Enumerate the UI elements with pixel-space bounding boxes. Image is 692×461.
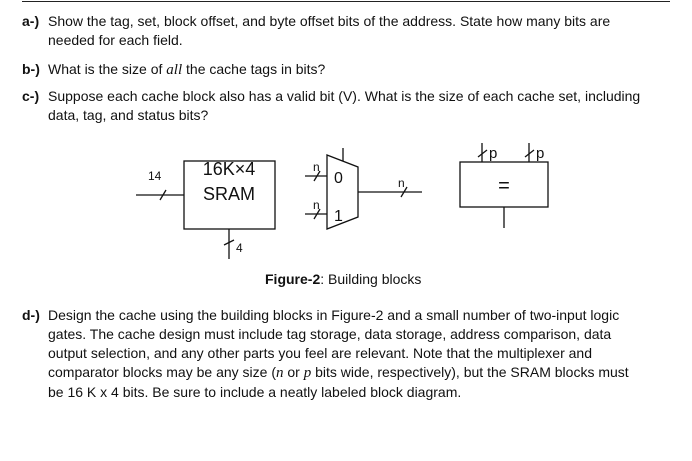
question-d-label: d-): [22, 307, 40, 323]
question-c-line1: Suppose each cache block also has a vali…: [48, 88, 641, 104]
question-d-line4-mid: or: [283, 364, 304, 380]
comparator-symbol: =: [498, 175, 510, 197]
question-c: c-) Suppose each cache block also has a v…: [22, 87, 672, 125]
question-a-label: a-): [22, 13, 40, 29]
mux-in0-slash: [313, 170, 321, 182]
question-d-line4-pre: comparator blocks may be any size (: [48, 364, 276, 380]
mux-in1-width: n: [313, 198, 320, 212]
figure-caption-label: Figure-2: [265, 271, 321, 287]
question-a-line1: Show the tag, set, block offset, and byt…: [48, 13, 611, 29]
question-d-line3: output selection, and any other parts yo…: [48, 345, 592, 361]
question-d-p: p: [303, 365, 312, 381]
question-d-line5: be 16 K x 4 bits. Be sure to include a n…: [48, 384, 462, 400]
question-d-n: n: [275, 365, 284, 381]
question-d-line2: gates. The cache design must include tag…: [48, 326, 612, 342]
mux-out-width: n: [398, 176, 405, 190]
figure-caption-text: : Building blocks: [320, 271, 422, 287]
question-b-pre: What is the size of: [48, 61, 167, 77]
comparator-in-b-width: p: [536, 145, 544, 162]
mux-out-slash: [400, 186, 408, 198]
mux-block: [326, 154, 359, 230]
question-a-line2: needed for each field.: [48, 32, 183, 48]
comparator-in-a-width: p: [489, 145, 497, 162]
question-d: d-) Design the cache using the building b…: [22, 306, 672, 402]
mux-in1-label: 1: [334, 208, 343, 225]
mux-in0-width: n: [313, 160, 320, 174]
question-c-label: c-): [22, 88, 40, 104]
question-d-line4-post: bits wide, respectively), but the SRAM b…: [311, 364, 629, 380]
mux-in0-label: 0: [334, 170, 343, 187]
mux-in1-slash: [313, 208, 321, 220]
comparator-in-b-slash: [524, 149, 535, 158]
question-d-line1: Design the cache using the building bloc…: [48, 307, 620, 323]
question-c-line2: data, tag, and status bits?: [48, 107, 209, 123]
question-b-post: the cache tags in bits?: [182, 61, 326, 77]
sram-label-name: SRAM: [203, 184, 255, 204]
question-b-label: b-): [22, 61, 40, 77]
sram-address-width: 14: [148, 169, 162, 183]
figure-caption: Figure-2: Building blocks: [265, 271, 421, 287]
question-a: a-) Show the tag, set, block offset, and …: [22, 12, 672, 50]
question-b-emphasis: all: [166, 62, 183, 78]
sram-data-width: 4: [236, 241, 243, 255]
comparator-in-a-slash: [477, 149, 488, 158]
sram-address-slash: [159, 189, 167, 201]
top-rule: [22, 1, 670, 2]
sram-data-slash: [223, 239, 235, 246]
sram-label-size: 16K×4: [203, 159, 256, 179]
question-b: b-) What is the size of all the cache tag…: [22, 60, 672, 80]
